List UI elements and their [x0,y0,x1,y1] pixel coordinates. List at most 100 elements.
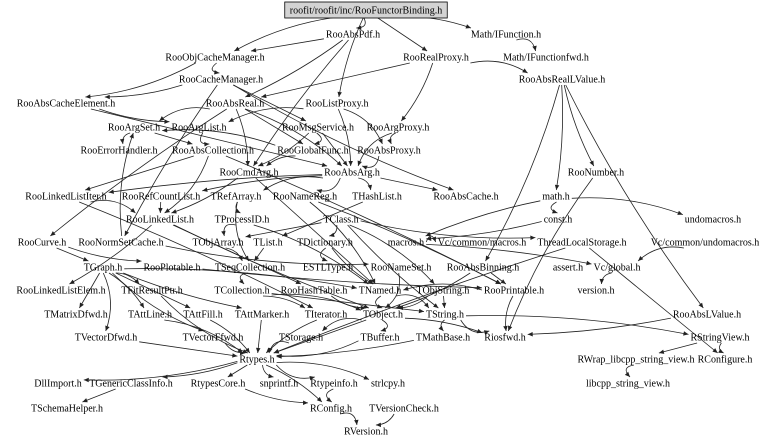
node-tstring[interactable]: TString.h [426,310,464,321]
node-assert[interactable]: assert.h [553,263,583,274]
node-tseqcollection[interactable]: TSeqCollection.h [215,263,285,274]
node-undomacros[interactable]: undomacros.h [685,215,741,226]
node-tnamed[interactable]: TNamed.h [359,286,402,297]
arrowhead [187,140,193,145]
node-roonamereg[interactable]: RooNameReg.h [273,192,337,203]
node-tmatrixdfwd[interactable]: TMatrixDfwd.h [44,310,108,321]
node-root[interactable]: roofit/roofit/inc/RooFunctorBinding.h [284,1,448,19]
node-label: Vc/common/macros.h [438,238,527,249]
node-rooabsarg[interactable]: RooAbsArg.h [324,168,380,179]
node-estltype[interactable]: ESTLType.h [303,263,353,274]
node-roocurve[interactable]: RooCurve.h [18,238,67,249]
node-mathifunction[interactable]: Math/IFunction.h [471,30,541,41]
node-tobjstring[interactable]: TObjString.h [417,286,470,297]
node-rtypeinfo[interactable]: Rtypeinfo.h [310,379,358,390]
node-roolinkedlistiter[interactable]: RooLinkedListIter.h [25,192,106,203]
node-tgraph[interactable]: TGraph.h [84,263,123,274]
node-tobjarray[interactable]: TObjArray.h [192,238,243,249]
node-tattfill[interactable]: TAttFill.h [183,310,222,321]
node-roorefcountlist[interactable]: RooRefCountList.h [122,192,201,203]
arrowhead [342,160,348,166]
node-tversioncheck[interactable]: TVersionCheck.h [369,404,439,415]
node-rconfigure[interactable]: RConfigure.h [698,355,753,366]
node-rooerrorhandler[interactable]: RooErrorHandler.h [81,146,158,157]
node-tgenericclassinfo[interactable]: TGenericClassInfo.h [89,379,173,390]
node-label: undomacros.h [685,215,741,226]
node-rooabspdf[interactable]: RooAbsPdf.h [326,30,380,41]
arrowhead [263,185,269,191]
node-libcpp[interactable]: libcpp_string_view.h [586,379,670,390]
node-tattmarker[interactable]: TAttMarker.h [235,310,289,321]
node-tobject[interactable]: TObject.h [363,310,403,321]
node-tcollection[interactable]: TCollection.h [214,286,269,297]
node-macros[interactable]: macros.h [388,238,424,249]
node-tvectorffwd[interactable]: TVectorFfwd.h [183,333,244,344]
node-rwrap[interactable]: RWrap_libcpp_string_view.h [578,355,695,366]
node-roonormsetcache[interactable]: RooNormSetCache.h [78,238,163,249]
node-trefarray[interactable]: TRefArray.h [211,192,262,203]
node-roolinkedlistelem[interactable]: RooLinkedListElem.h [16,286,105,297]
node-dllimport[interactable]: DllImport.h [34,379,82,390]
node-rooglobalfunc[interactable]: RooGlobalFunc.h [277,146,348,157]
node-tschemahelper[interactable]: TSchemaHelper.h [31,404,103,415]
node-titerator[interactable]: TIterator.h [305,310,347,321]
node-tclass[interactable]: TClass.h [323,215,358,226]
node-snprintf[interactable]: snprintf.h [260,379,299,390]
node-rtypescore[interactable]: RtypesCore.h [191,379,246,390]
node-strlcpy[interactable]: strlcpy.h [371,379,405,390]
node-tstorage[interactable]: TStorage.h [279,333,323,344]
node-rooargproxy[interactable]: RooArgProxy.h [367,123,430,134]
node-tfitresultptr[interactable]: TFitResultPtr.h [121,286,182,297]
node-roocachemanager[interactable]: RooCacheManager.h [179,75,263,86]
node-rooprintable[interactable]: RooPrintable.h [484,286,544,297]
node-tdictionary[interactable]: TDictionary.h [297,238,353,249]
node-roolistproxy[interactable]: RooListProxy.h [306,99,369,110]
node-rconfig[interactable]: RConfig.h [310,404,352,415]
node-tvectordfwd[interactable]: TVectorDfwd.h [75,333,137,344]
node-rooabsreal[interactable]: RooAbsReal.h [206,99,265,110]
node-const[interactable]: const.h [544,215,573,226]
node-roohashtable[interactable]: RooHashTable.h [281,286,348,297]
node-vcmacros[interactable]: Vc/common/macros.h [438,238,527,249]
node-label: DllImport.h [34,379,82,390]
node-mathifunctionfwd[interactable]: Math/IFunctionfwd.h [503,53,589,64]
arrowhead [554,184,560,190]
node-vcglobal[interactable]: Vc/global.h [594,263,641,274]
node-riosfwd[interactable]: Riosfwd.h [484,333,525,344]
node-vcundomacros[interactable]: Vc/common/undomacros.h [651,238,760,249]
node-rooabsproxy[interactable]: RooAbsProxy.h [357,146,421,157]
node-tattline[interactable]: TAttLine.h [128,310,172,321]
node-rstringview[interactable]: RStringView.h [690,333,749,344]
node-rversion[interactable]: RVersion.h [344,427,388,438]
arrowhead [552,209,558,214]
node-roonumber[interactable]: RooNumber.h [568,168,624,179]
node-rooplotable[interactable]: RooPlotable.h [144,263,201,274]
node-version[interactable]: version.h [578,286,615,297]
node-roorealproxy[interactable]: RooRealProxy.h [403,53,469,64]
node-rooabsbinning[interactable]: RooAbsBinning.h [447,263,520,274]
node-rooabsreallvalue[interactable]: RooAbsRealLValue.h [519,75,606,86]
node-roonameset[interactable]: RooNameSet.h [371,263,432,274]
node-rooargset[interactable]: RooArgSet.h [108,123,160,134]
node-tprocessid[interactable]: TProcessID.h [215,215,270,226]
node-rooabslvalue[interactable]: RooAbsLValue.h [673,310,741,321]
node-roomsgservice[interactable]: RooMsgService.h [282,123,354,134]
node-roolinkedlist[interactable]: RooLinkedList.h [126,215,194,226]
arrowhead [718,348,724,353]
node-rooabscache[interactable]: RooAbsCache.h [433,192,498,203]
node-roocmdarg[interactable]: RooCmdArg.h [220,168,279,179]
edge-rooprintable-to-riosfwd [505,295,514,332]
node-rooabscacheelement[interactable]: RooAbsCacheElement.h [17,99,116,110]
node-tbuffer[interactable]: TBuffer.h [361,333,400,344]
node-rtypes[interactable]: Rtypes.h [239,355,274,366]
node-threadlocalstorage[interactable]: ThreadLocalStorage.h [537,238,626,249]
node-math[interactable]: math.h [542,192,570,203]
node-tlist[interactable]: TList.h [253,238,282,249]
arrowhead [465,24,471,29]
node-rooobjcachemanager[interactable]: RooObjCacheManager.h [165,53,264,64]
node-rooabscollection[interactable]: RooAbsCollection.h [172,146,254,157]
arrowhead [378,138,383,144]
node-thashlist[interactable]: THashList.h [352,192,402,203]
node-tmathbase[interactable]: TMathBase.h [416,333,470,344]
node-rooarglist[interactable]: RooArgList.h [171,123,226,134]
